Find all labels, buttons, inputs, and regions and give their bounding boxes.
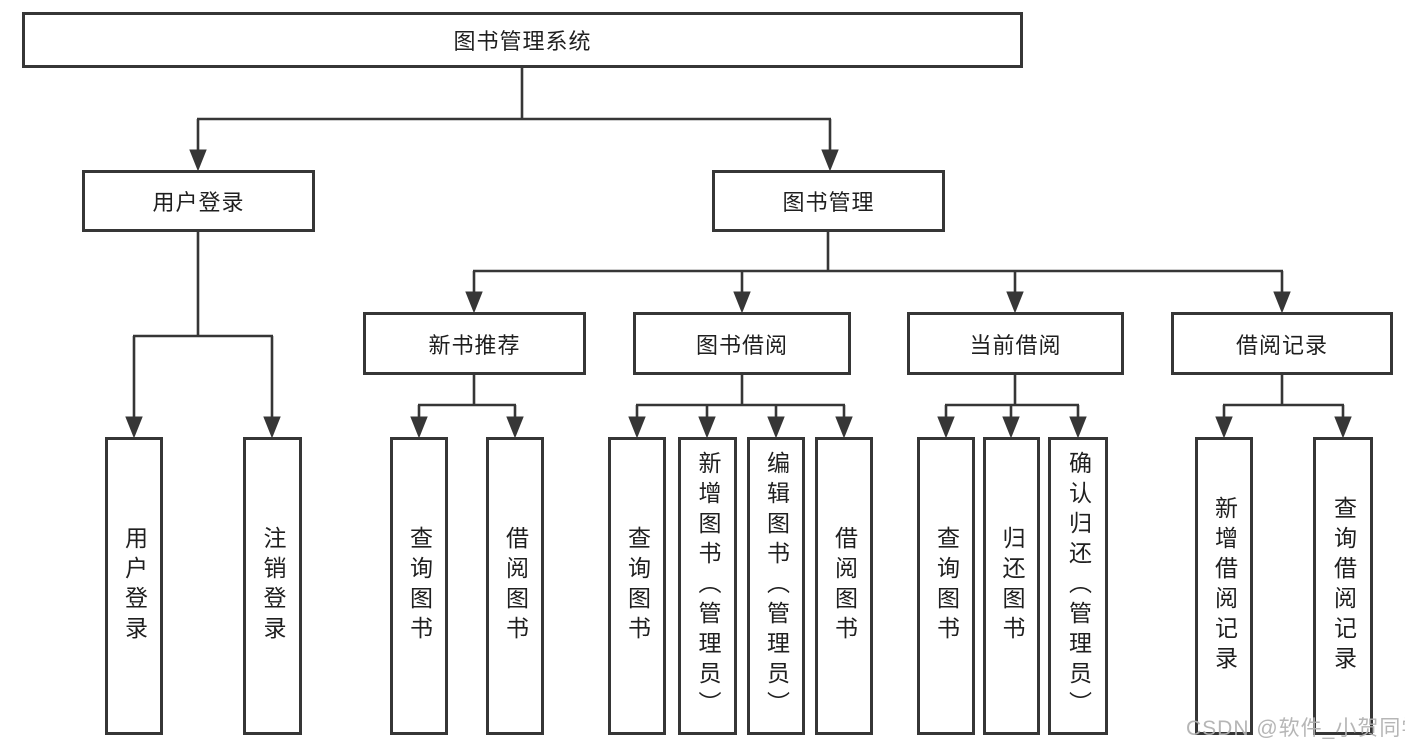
leaf-label: 借阅图书 [831, 526, 858, 646]
node-borrowing-records: 借阅记录 [1171, 312, 1393, 375]
leaf-label: 查询图书 [624, 526, 651, 646]
leaf-logout: 注销登录 [243, 437, 302, 735]
leaf-label: 确认归还（管理员） [1065, 451, 1092, 721]
leaf-label: 查询图书 [933, 526, 960, 646]
node-library-system: 图书管理系统 [22, 12, 1023, 68]
leaf-edit-books-admin: 编辑图书（管理员） [747, 437, 805, 735]
node-label: 新书推荐 [428, 332, 521, 358]
csdn-watermark: CSDN @软件_小贺同学 [1186, 717, 1405, 740]
leaf-label: 查询借阅记录 [1330, 496, 1357, 676]
leaf-query-books-current: 查询图书 [917, 437, 975, 735]
leaf-label: 新增借阅记录 [1211, 496, 1238, 676]
leaf-label: 编辑图书（管理员） [763, 451, 790, 721]
node-book-borrowing: 图书借阅 [633, 312, 851, 375]
leaf-query-books-recommend: 查询图书 [390, 437, 448, 735]
node-book-management: 图书管理 [712, 170, 945, 232]
leaf-add-borrow-record: 新增借阅记录 [1195, 437, 1253, 735]
leaf-label: 注销登录 [260, 526, 286, 646]
node-new-book-recommend: 新书推荐 [363, 312, 586, 375]
node-current-borrowing: 当前借阅 [907, 312, 1124, 375]
leaf-label: 查询图书 [406, 526, 433, 646]
node-label: 用户登录 [152, 190, 245, 215]
leaf-label: 新增图书（管理员） [695, 451, 721, 721]
leaf-confirm-return-admin: 确认归还（管理员） [1048, 437, 1108, 735]
node-user-login: 用户登录 [82, 170, 315, 232]
node-label: 当前借阅 [969, 332, 1062, 358]
node-label: 借阅记录 [1235, 332, 1328, 358]
leaf-label: 借阅图书 [502, 526, 529, 646]
node-label: 图书借阅 [695, 332, 788, 358]
leaf-label: 归还图书 [999, 526, 1025, 646]
leaf-query-books-borrow: 查询图书 [608, 437, 666, 735]
leaf-add-books-admin: 新增图书（管理员） [678, 437, 737, 735]
leaf-label: 用户登录 [121, 526, 148, 646]
leaf-borrow-books: 借阅图书 [815, 437, 873, 735]
leaf-borrow-books-recommend: 借阅图书 [486, 437, 544, 735]
node-label: 图书管理系统 [453, 29, 592, 54]
leaf-query-borrow-record: 查询借阅记录 [1313, 437, 1373, 735]
node-label: 图书管理 [782, 190, 875, 215]
leaf-user-login: 用户登录 [105, 437, 163, 735]
leaf-return-books: 归还图书 [983, 437, 1040, 735]
